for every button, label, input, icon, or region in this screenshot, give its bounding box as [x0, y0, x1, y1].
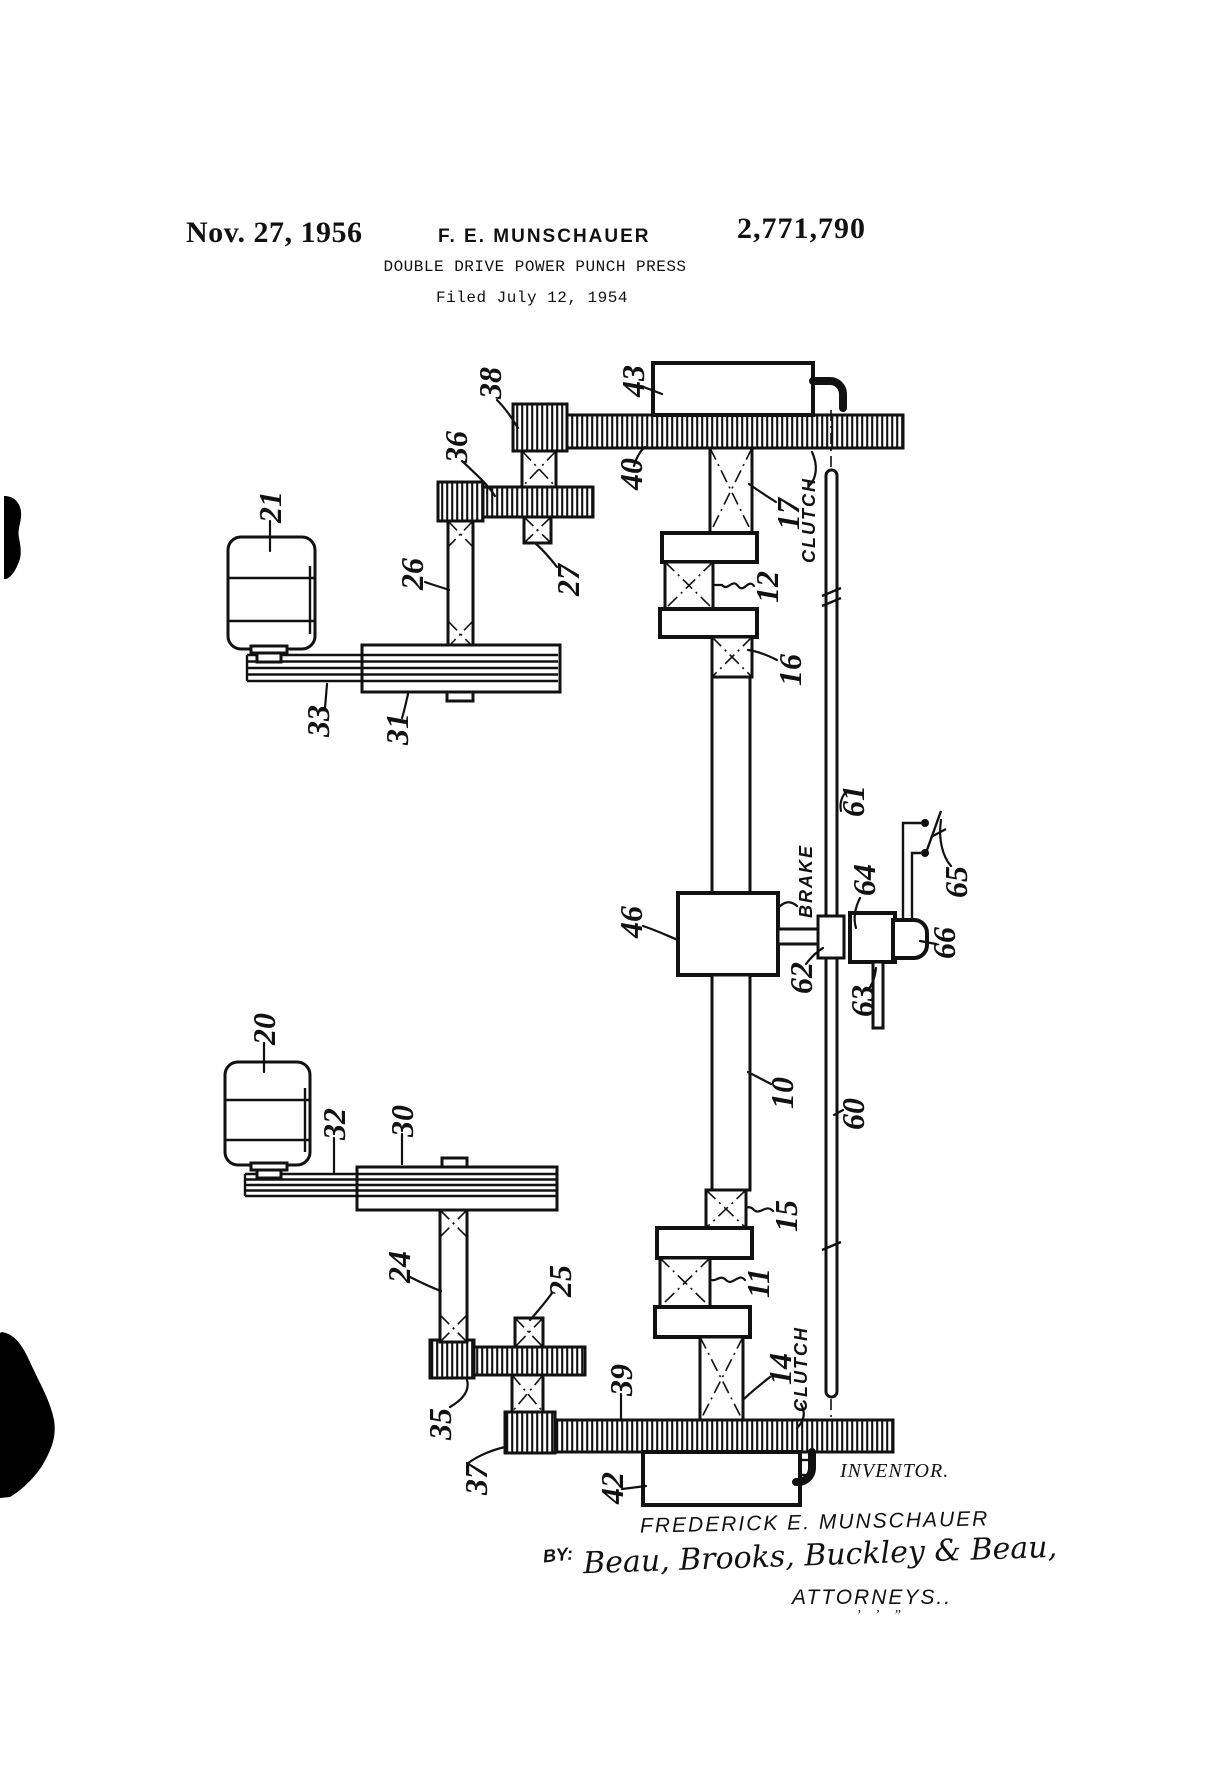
rod-63	[871, 960, 885, 1030]
rod-break-marks	[821, 586, 842, 1252]
part-label-61: 61	[835, 785, 871, 817]
patent-date: Nov. 27, 1956	[186, 216, 363, 249]
part-label-26: 26	[394, 558, 430, 591]
part-label-14: 14	[762, 1353, 798, 1385]
part-label-32: 32	[316, 1108, 352, 1141]
part-label-43: 43	[615, 365, 651, 398]
part-label-66: 66	[926, 927, 962, 959]
signature-flourish: ’ ’ ”	[856, 1608, 908, 1623]
part-label-27: 27	[550, 562, 586, 597]
motor-20	[223, 1060, 312, 1180]
gear-37	[503, 1410, 557, 1455]
scan-blob-top	[4, 496, 22, 579]
gear-on-shaft-26	[436, 480, 485, 523]
shaft-26	[446, 519, 475, 649]
part-label-38: 38	[472, 367, 508, 400]
brake-box-46	[676, 891, 780, 977]
by-label: BY:	[541, 1543, 574, 1567]
part-label-20: 20	[246, 1013, 282, 1046]
upper-rack-40	[511, 402, 905, 453]
bearing-15	[704, 1188, 748, 1230]
part-label-62: 62	[783, 962, 819, 994]
switch-65	[901, 810, 947, 920]
bearing-16	[710, 635, 754, 679]
flywheel-flange-upper-2	[658, 607, 759, 639]
clutch-annotation-top: CLUTCH	[799, 477, 819, 563]
rod-coupling-62	[816, 914, 846, 960]
flywheel-flange-upper	[660, 531, 759, 564]
attorneys-caption: ATTORNEYS..	[792, 1586, 953, 1609]
part-label-33: 33	[300, 705, 336, 738]
slide-box-43	[651, 361, 815, 417]
gear-38	[511, 402, 569, 453]
inventor-caption: INVENTOR.	[840, 1460, 950, 1482]
lower-hook-pipe	[792, 1448, 816, 1486]
bearing-12	[663, 560, 715, 611]
part-label-10: 10	[764, 1077, 800, 1109]
bearing-under-38	[520, 449, 558, 489]
link-box-64	[848, 911, 897, 964]
part-label-42: 42	[594, 1472, 630, 1505]
part-label-31: 31	[379, 713, 415, 746]
part-label-16: 16	[772, 654, 808, 686]
part-label-17: 17	[770, 496, 806, 530]
patent-title: DOUBLE DRIVE POWER PUNCH PRESS	[383, 258, 687, 276]
brake-annotation: BRAKE	[796, 844, 816, 918]
scan-blob-bottom	[0, 1332, 55, 1498]
clutch-annotation-bottom: CLUTCH	[791, 1326, 811, 1412]
flywheel-flange-lower	[655, 1226, 754, 1260]
brake-stem-62	[776, 927, 822, 946]
upper-hook-pipe	[809, 377, 847, 412]
flywheel-flange-lower-2	[653, 1305, 752, 1339]
part-label-25: 25	[542, 1265, 578, 1298]
gear-36	[481, 485, 595, 519]
part-label-64: 64	[846, 864, 882, 896]
solenoid-box-66	[891, 918, 929, 960]
part-label-46: 46	[613, 906, 649, 939]
part-label-15: 15	[768, 1200, 804, 1232]
motor-21	[226, 535, 317, 664]
clutch-17	[708, 446, 754, 535]
pulley-30-hub	[440, 1156, 469, 1169]
part-label-30: 30	[384, 1105, 420, 1138]
gear-25	[513, 1316, 545, 1349]
bearing-11	[658, 1256, 712, 1309]
part-label-24: 24	[381, 1251, 417, 1284]
shaft-24	[438, 1208, 469, 1344]
pulley-31-hub	[445, 690, 475, 703]
part-label-60: 60	[835, 1098, 871, 1130]
crankshaft-10-lower	[710, 973, 752, 1192]
part-label-37: 37	[458, 1461, 494, 1496]
switch-lever	[925, 810, 943, 851]
patent-number: 2,771,790	[737, 212, 866, 245]
inventor-short-name: F. E. MUNSCHAUER	[438, 226, 651, 247]
part-label-35: 35	[422, 1408, 458, 1441]
part-label-12: 12	[749, 571, 785, 603]
part-label-36: 36	[438, 431, 474, 464]
gear-35	[428, 1338, 476, 1380]
part-label-39: 39	[603, 1364, 639, 1397]
part-label-11: 11	[740, 1268, 776, 1298]
slide-box-42	[641, 1450, 802, 1507]
belt-33	[245, 653, 558, 683]
gear-bar-lower	[472, 1345, 587, 1377]
part-label-65: 65	[938, 866, 974, 898]
bearing-under-35	[510, 1373, 545, 1414]
clutch-14	[698, 1335, 745, 1423]
part-label-40: 40	[613, 458, 649, 491]
part-label-63: 63	[844, 985, 880, 1017]
filed-line: Filed July 12, 1954	[436, 289, 628, 307]
part-label-21: 21	[252, 491, 288, 524]
gear-27	[522, 515, 553, 545]
crankshaft-10-upper	[710, 675, 752, 895]
belt-32	[243, 1172, 557, 1198]
